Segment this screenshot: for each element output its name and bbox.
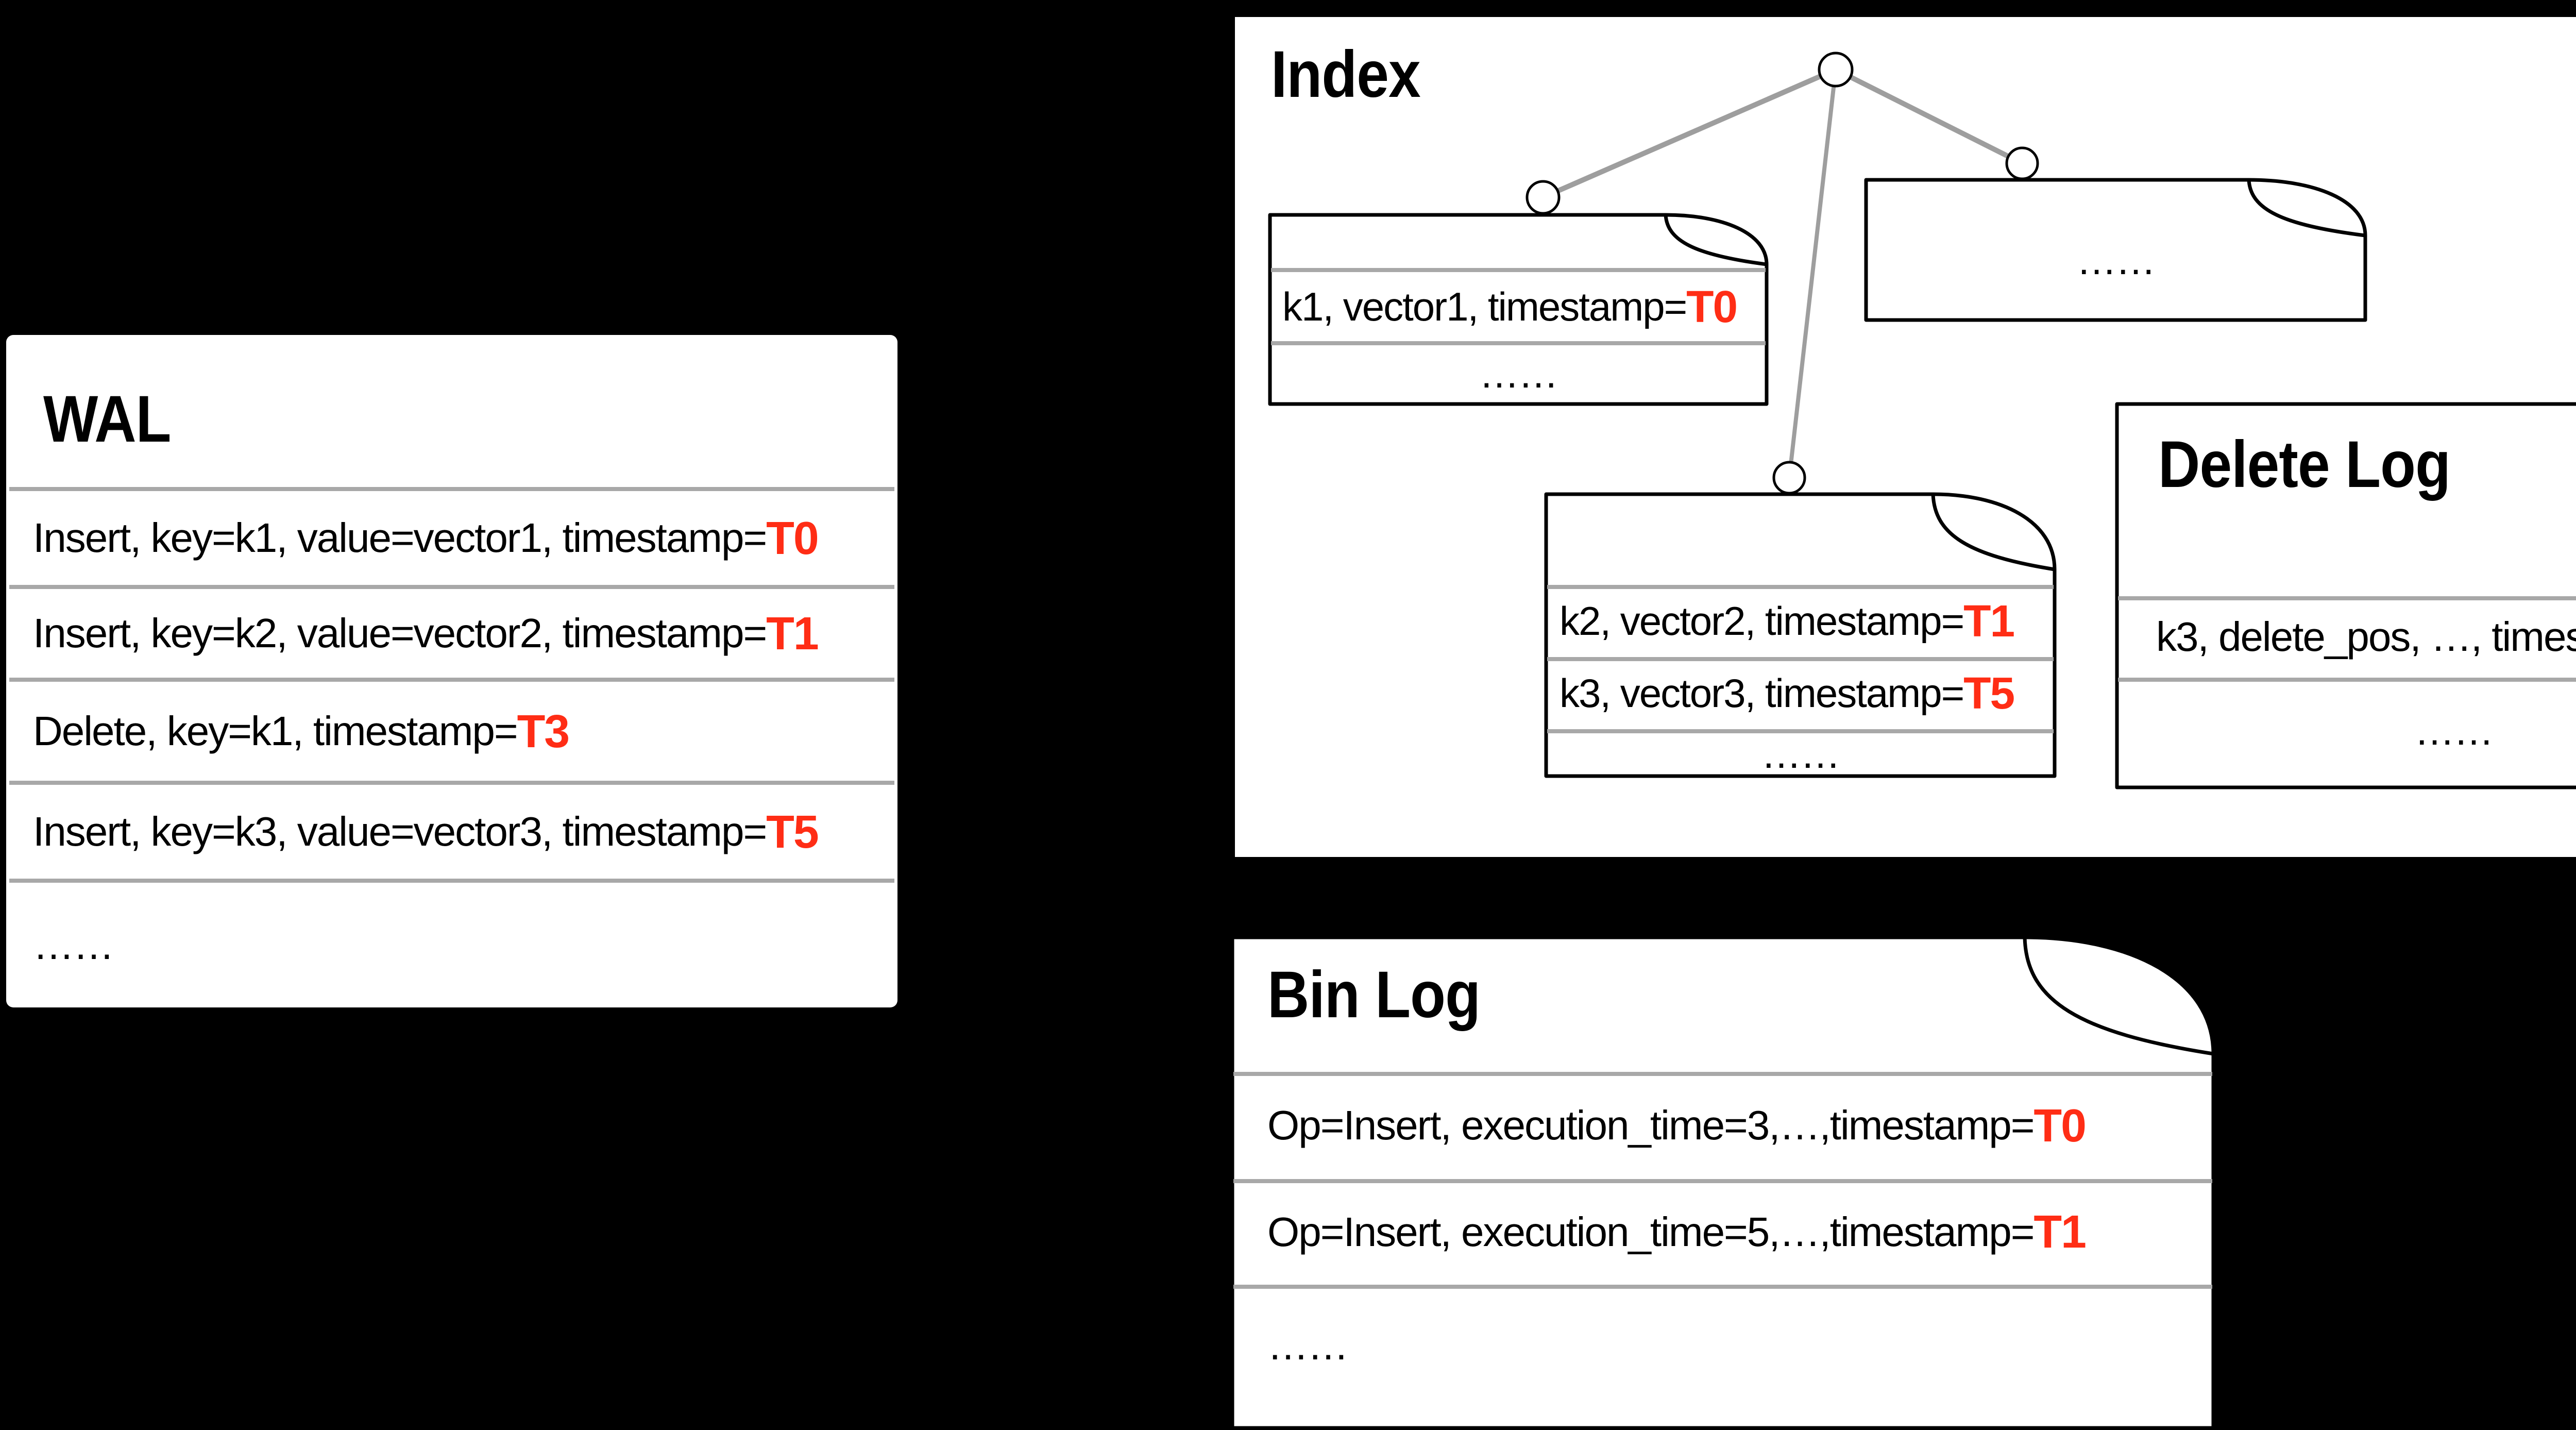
separator — [1233, 1072, 2212, 1076]
wal-row-4-text: Insert, key=k3, value=vector3, timestamp… — [33, 809, 767, 854]
file3-row-2: k3, vector3, timestamp=T5 — [1544, 661, 2052, 725]
ellipsis-text: …… — [1761, 733, 1841, 775]
document-outline-icon — [2115, 402, 2576, 789]
tree-node-circle — [1526, 180, 1561, 215]
document-icon — [2115, 402, 2576, 789]
bin-log-row-2-timestamp: T1 — [2033, 1206, 2087, 1257]
wal-row-ellipsis: …… — [6, 883, 892, 1007]
file3-row-2-text: k3, vector3, timestamp= — [1560, 670, 1964, 716]
bin-log-title: Bin Log — [1267, 958, 1481, 1032]
separator — [1233, 1179, 2212, 1183]
file1-row-1: k1, vector1, timestamp=T0 — [1268, 272, 1764, 341]
separator — [9, 781, 894, 785]
index-segment-file-2: …… — [1864, 178, 2367, 322]
separator — [9, 879, 894, 883]
wal-row-4-timestamp: T5 — [766, 805, 819, 857]
wal-row-3: Delete, key=k1, timestamp=T3 — [6, 682, 892, 781]
file1-row-ellipsis: …… — [1268, 345, 1769, 402]
delete-log-file: Delete Log k3, delete_pos, …, timestamp=… — [2115, 402, 2576, 789]
delete-log-row-1-text: k3, delete_pos, …, timestamp= — [2156, 614, 2576, 660]
ellipsis-text: …… — [2076, 237, 2156, 283]
separator — [1547, 585, 2054, 589]
folded-corner-icon — [2023, 937, 2214, 1056]
separator — [1271, 341, 1766, 345]
separator — [1271, 268, 1766, 272]
folded-corner-icon — [1931, 494, 2055, 571]
tree-node-circle — [1818, 52, 1854, 88]
document-icon — [1268, 213, 1769, 406]
file1-row-1-text: k1, vector1, timestamp= — [1282, 283, 1687, 329]
index-segment-file-3: k2, vector2, timestamp=T1 k3, vector3, t… — [1544, 492, 2057, 778]
bin-log-row-1-text: Op=Insert, execution_time=3,…,timestamp= — [1267, 1102, 2035, 1148]
separator — [9, 487, 894, 491]
bin-log-row-2-text: Op=Insert, execution_time=5,…,timestamp= — [1267, 1208, 2035, 1255]
wal-row-2: Insert, key=k2, value=vector2, timestamp… — [6, 589, 892, 678]
bin-log-row-1: Op=Insert, execution_time=3,…,timestamp=… — [1230, 1076, 2210, 1175]
file3-row-1: k2, vector2, timestamp=T1 — [1544, 589, 2052, 653]
wal-row-3-text: Delete, key=k1, timestamp= — [33, 708, 518, 754]
delete-log-title: Delete Log — [2158, 428, 2451, 501]
ellipsis-text: …… — [1267, 1322, 1349, 1368]
document-icon — [1544, 492, 2057, 778]
bin-log-file: Bin Log Op=Insert, execution_time=3,…,ti… — [1230, 935, 2215, 1430]
separator — [9, 678, 894, 682]
wal-title: WAL — [43, 382, 171, 456]
tree-edge — [1541, 67, 1837, 200]
file2-row-ellipsis: …… — [1864, 209, 2367, 312]
delete-log-row-1: k3, delete_pos, …, timestamp=T3 — [2115, 600, 2576, 674]
index-panel: Index k1, vector1, timestamp=T0 — [1232, 14, 2576, 860]
ellipsis-text: …… — [33, 922, 114, 968]
tree-node-circle — [2005, 146, 2039, 180]
document-icon — [1864, 178, 2367, 322]
wal-panel: WAL Insert, key=k1, value=vector1, times… — [6, 335, 897, 1007]
file3-row-2-timestamp: T5 — [1963, 667, 2015, 718]
folded-corner-icon — [1664, 214, 1767, 266]
folded-corner-icon — [2247, 179, 2366, 238]
file3-row-1-timestamp: T1 — [1963, 595, 2015, 646]
file3-row-1-text: k2, vector2, timestamp= — [1560, 598, 1964, 644]
wal-row-2-text: Insert, key=k2, value=vector2, timestamp… — [33, 610, 767, 656]
separator — [2118, 596, 2576, 600]
ellipsis-text: …… — [2414, 708, 2494, 753]
delete-log-row-ellipsis: …… — [2115, 682, 2576, 780]
tree-node-circle — [1772, 461, 1806, 495]
tree-edge — [1834, 67, 2024, 166]
bin-log-row-1-timestamp: T0 — [2033, 1099, 2087, 1151]
separator — [2118, 678, 2576, 682]
index-title: Index — [1271, 38, 1421, 111]
wal-row-1-text: Insert, key=k1, value=vector1, timestamp… — [33, 515, 767, 561]
wal-row-1-timestamp: T0 — [766, 512, 819, 564]
wal-row-1: Insert, key=k1, value=vector1, timestamp… — [6, 491, 892, 585]
index-segment-file-1: k1, vector1, timestamp=T0 …… — [1268, 213, 1769, 406]
separator — [1547, 729, 2054, 733]
separator — [1233, 1285, 2212, 1289]
ellipsis-text: …… — [1479, 350, 1558, 396]
bin-log-row-ellipsis: …… — [1230, 1289, 2210, 1402]
bin-log-row-2: Op=Insert, execution_time=5,…,timestamp=… — [1230, 1183, 2210, 1281]
wal-row-2-timestamp: T1 — [766, 607, 819, 659]
file1-row-1-timestamp: T0 — [1686, 281, 1738, 332]
tree-edge — [1787, 69, 1838, 478]
wal-row-4: Insert, key=k3, value=vector3, timestamp… — [6, 785, 892, 879]
separator — [1547, 657, 2054, 661]
wal-row-3-timestamp: T3 — [517, 705, 570, 757]
separator — [9, 585, 894, 589]
file3-row-ellipsis: …… — [1544, 733, 2057, 775]
index-tree — [1526, 52, 2039, 495]
